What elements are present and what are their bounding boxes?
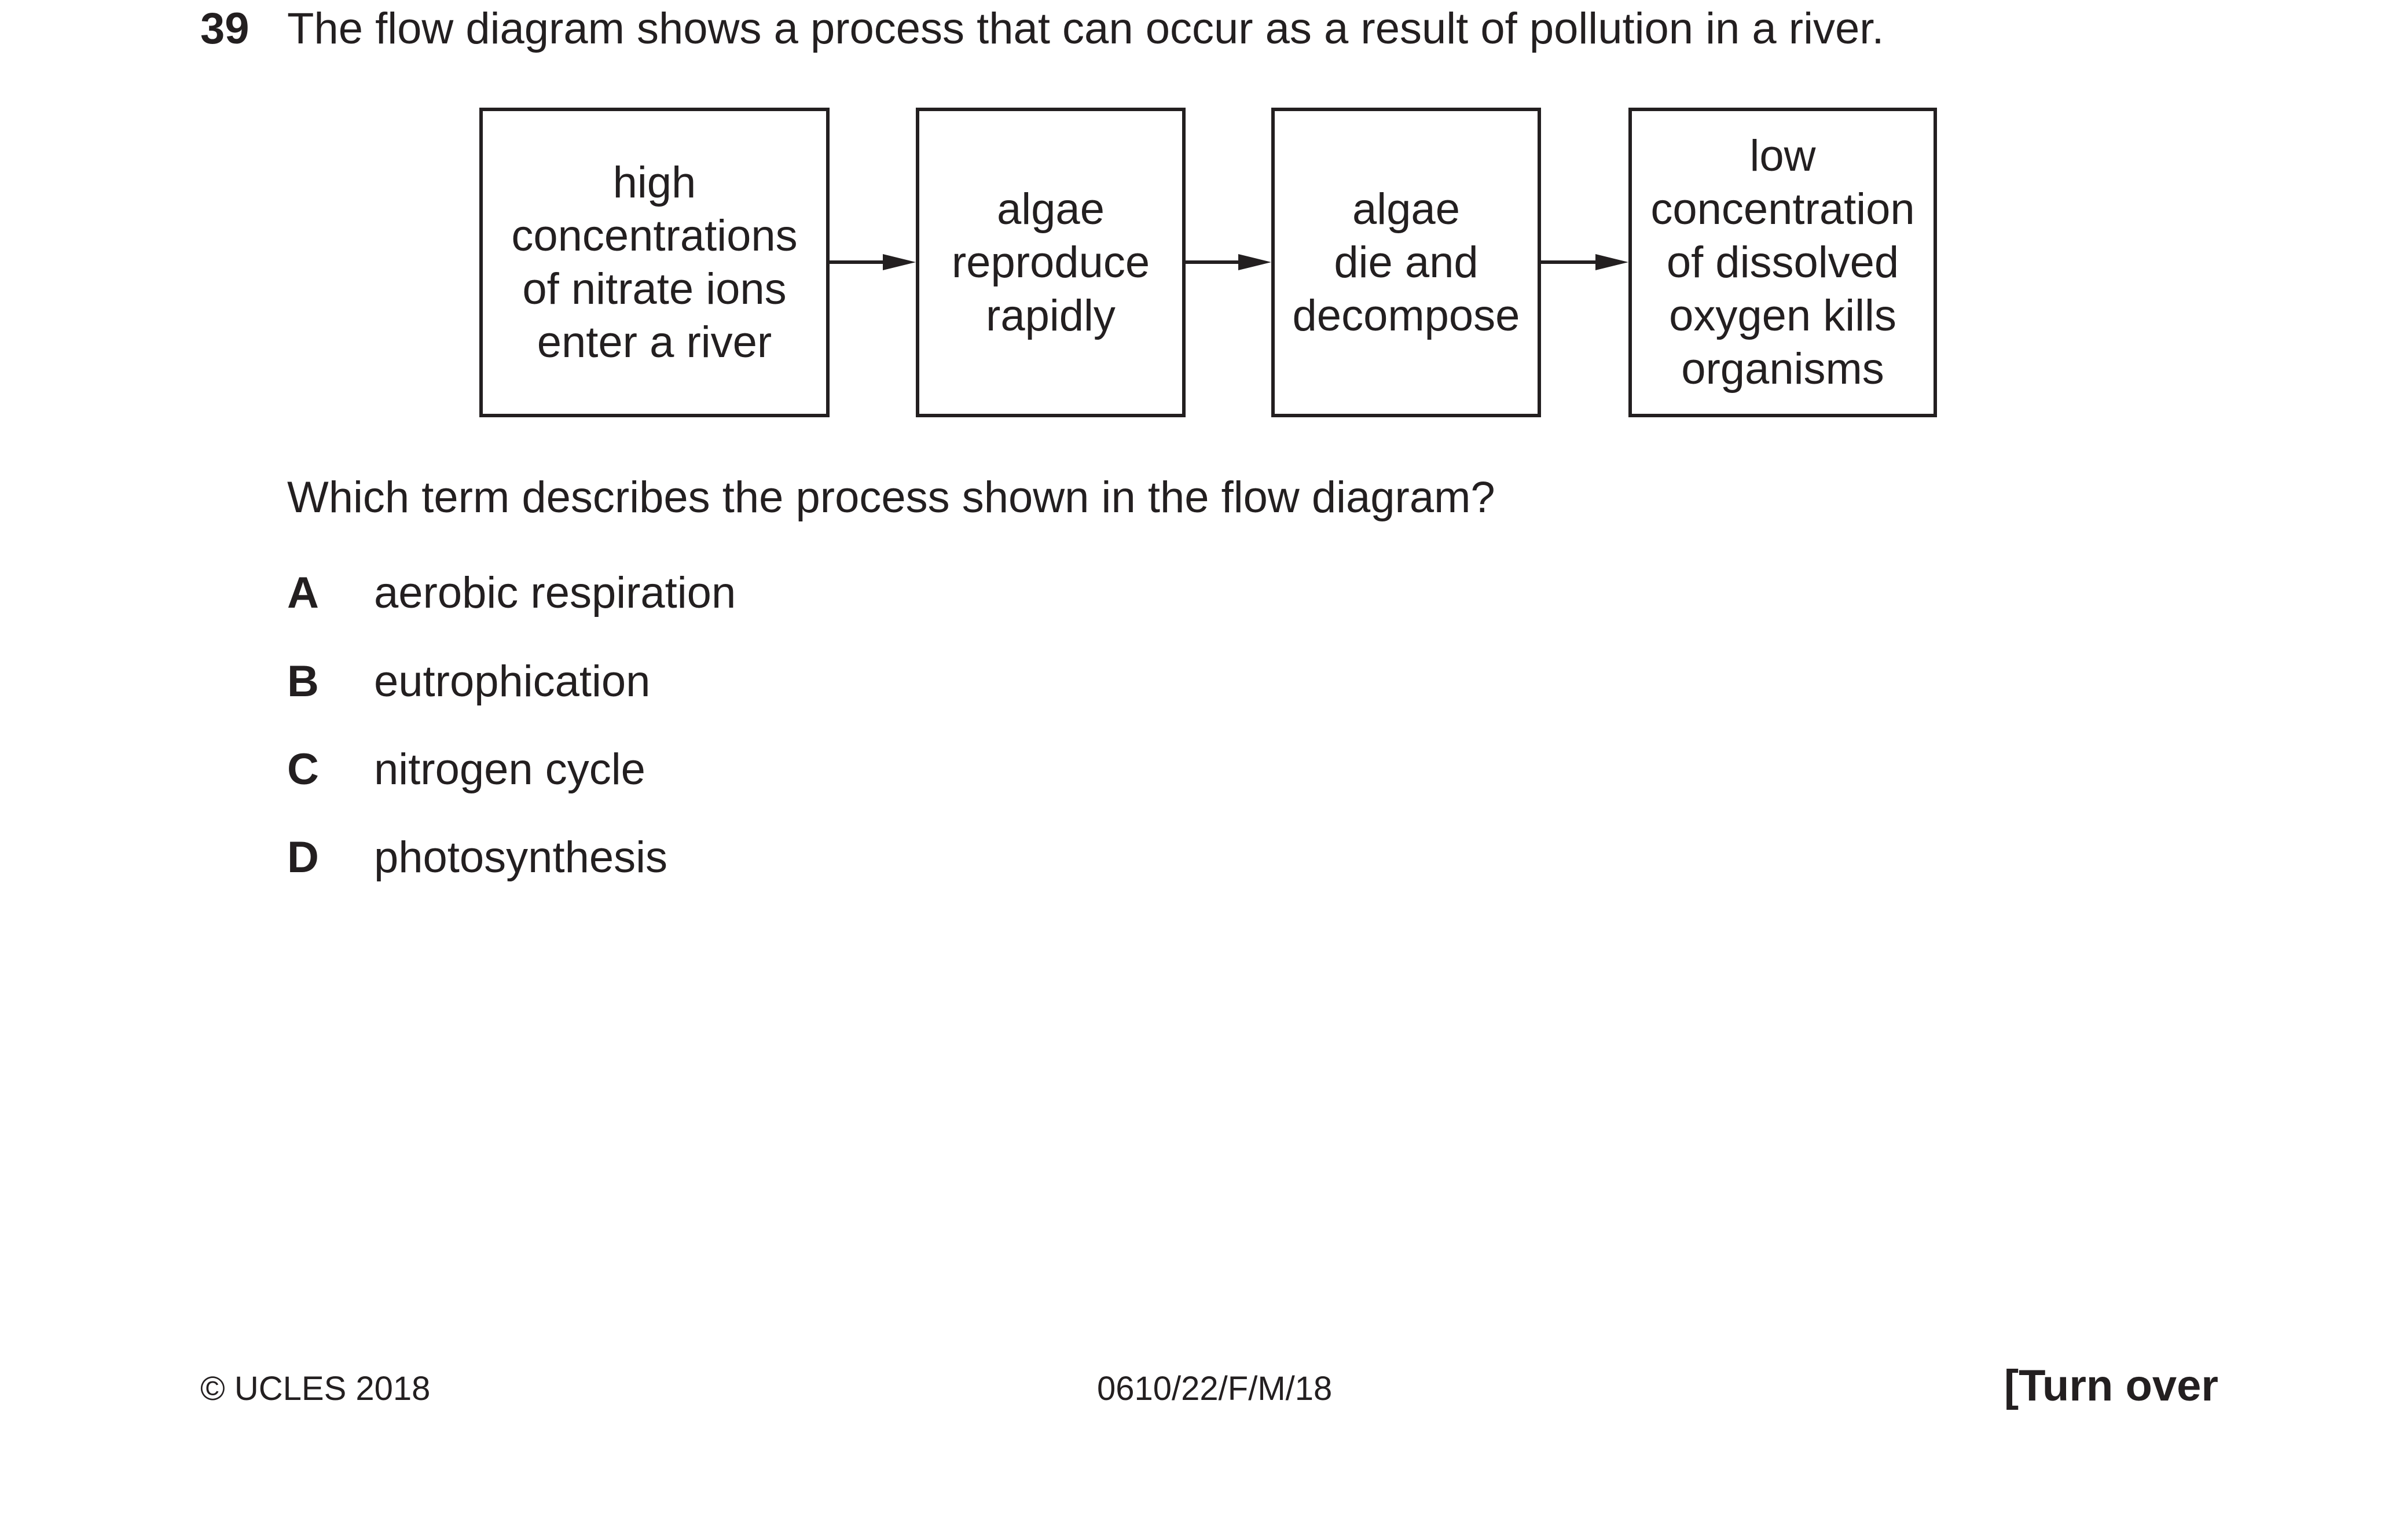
footer-paper-code: 0610/22/F/M/18 <box>1097 1370 1333 1407</box>
flow-arrow-1 <box>830 254 916 270</box>
footer-turn-over: [Turn over <box>2004 1361 2218 1410</box>
option-letter: C <box>287 745 319 794</box>
flow-box-algae-reproduce: algae reproduce rapidly <box>916 108 1186 417</box>
flow-arrow-2 <box>1186 254 1271 270</box>
flow-box-text: high concentrations of nitrate ions ente… <box>511 157 798 367</box>
option-letter: A <box>287 568 319 618</box>
question-prompt: Which term describes the process shown i… <box>287 473 1495 522</box>
flow-box-nitrate-ions: high concentrations of nitrate ions ente… <box>479 108 830 417</box>
footer-copyright: © UCLES 2018 <box>200 1370 431 1407</box>
option-text: photosynthesis <box>374 833 667 882</box>
flow-box-algae-decompose: algae die and decompose <box>1271 108 1541 417</box>
option-text: eutrophication <box>374 657 651 706</box>
question-number: 39 <box>200 4 250 53</box>
question-stem: The flow diagram shows a process that ca… <box>287 4 1884 53</box>
flow-box-low-oxygen: low concentration of dissolved oxygen ki… <box>1628 108 1937 417</box>
option-text: nitrogen cycle <box>374 745 645 794</box>
flow-arrow-3 <box>1541 254 1628 270</box>
option-letter: B <box>287 657 319 706</box>
flow-box-text: low concentration of dissolved oxygen ki… <box>1650 131 1915 394</box>
option-text: aerobic respiration <box>374 568 736 618</box>
flow-box-text: algae die and decompose <box>1292 184 1520 340</box>
flow-box-text: algae reproduce rapidly <box>951 184 1150 340</box>
option-letter: D <box>287 833 319 882</box>
